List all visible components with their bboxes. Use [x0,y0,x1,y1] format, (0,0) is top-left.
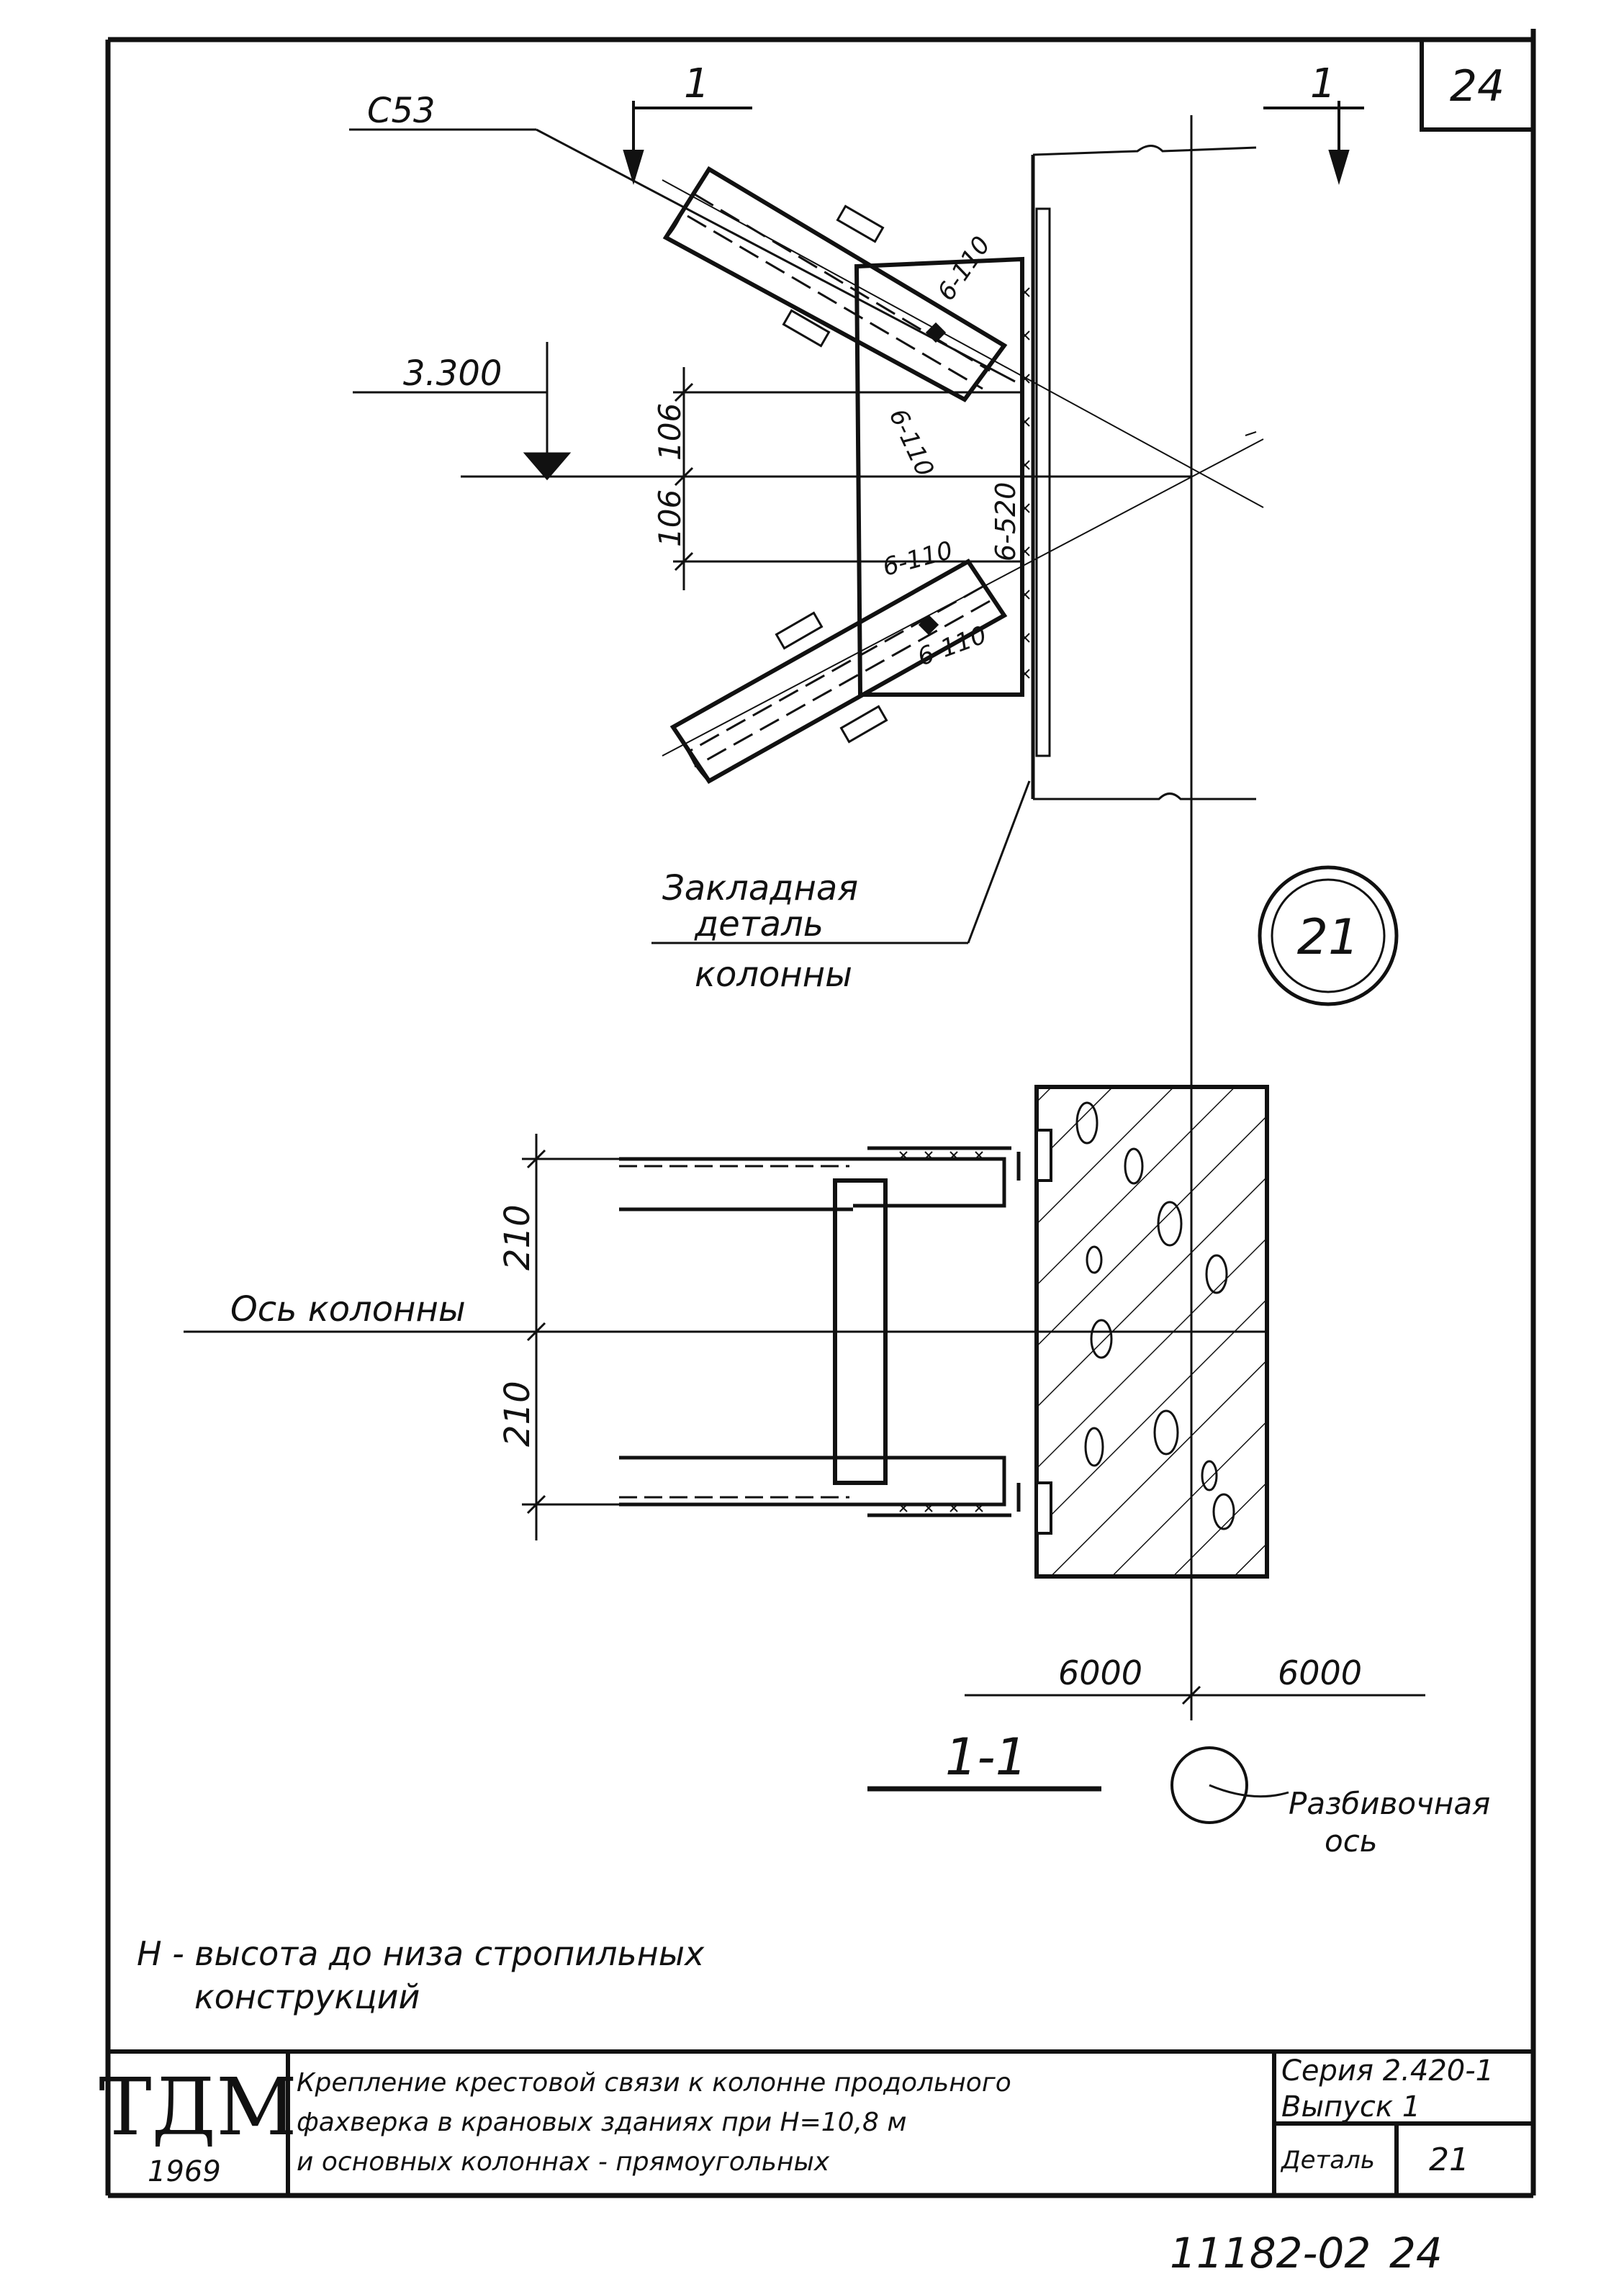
series: Серия 2.420-1 [1281,2054,1494,2088]
column-axis-label: Ось колонны [230,1289,466,1330]
gusset-plate [854,256,1024,697]
year: 1969 [148,2155,221,2188]
layout-axis-line2: ось [1325,1823,1378,1859]
lower-brace-member [669,559,1008,784]
dim-upper: 106 [652,403,687,461]
layout-axis-line1: Разбивочная [1289,1786,1490,1821]
title-line2: фахверка в крановых зданиях при Н=10,8 м [297,2108,907,2137]
weld-marks [1020,287,1030,679]
brace-angles-section [619,1146,1021,1517]
section-dim-upper: 210 [497,1204,538,1271]
concrete-aggregate [1075,1101,1235,1530]
weld-label-1: 6-110 [932,231,996,306]
embedded-part-line1: Закладная [662,868,858,908]
title-block-grid [108,2049,1533,2195]
plate-dimensions [461,367,1191,590]
embedded-plates-section [1035,1129,1052,1535]
detail-label: Деталь [1280,2146,1375,2175]
sheet-number-box: 24 [1420,37,1535,132]
embedded-part-leader [967,780,1031,944]
sheet-frame [105,29,1536,2198]
bottom-code: 11182-02 [1170,2229,1371,2278]
section-mark-left [623,101,752,185]
span-right: 6000 [1278,1653,1362,1692]
weld-marks-section [899,1151,983,1512]
note-line1: Н - высота до низа стропильных [137,1934,705,1973]
layout-axis-marker [1170,1746,1289,1824]
title-line1: Крепление крестовой связи к колонне прод… [297,2068,1011,2098]
span-left: 6000 [1058,1653,1142,1692]
section-title: 1-1 [945,1728,1027,1787]
title-line3: и основных колоннах - прямоугольных [297,2147,830,2177]
detail-bubble [1258,865,1399,1006]
section-mark-right [1263,101,1364,185]
bottom-page: 24 [1389,2229,1443,2278]
org-logo: ТДМ [99,2061,297,2153]
elevation-marker [353,342,572,481]
sheet-number: 24 [1450,61,1505,112]
span-dimensions [965,1685,1425,1705]
weld-label-5: 6-520 [990,482,1021,561]
upper-brace-member [662,166,1008,402]
section-dim-lower: 210 [497,1381,538,1447]
member-label: С53 [367,91,436,131]
member-label-leader [349,128,1016,383]
embedded-part-line2: деталь [694,904,824,944]
note-line2: конструкций [194,1977,420,2016]
bolt-upper [925,322,947,343]
embedded-part-line3: колонны [695,955,852,995]
detail-bubble-label: 21 [1297,909,1360,966]
section-mark-right-label: 1 [1310,60,1336,107]
column-outline-upper [1031,145,1257,800]
elevation-label: 3.300 [403,353,502,394]
detail-number: 21 [1429,2142,1469,2178]
weld-label-2: 6-110 [883,405,939,481]
dim-lower: 106 [652,489,687,547]
section-dimensions [522,1134,619,1540]
bolt-lower [918,614,939,636]
issue: Выпуск 1 [1281,2090,1420,2124]
section-mark-left-label: 1 [684,60,710,107]
brace-centerlines [662,179,1264,757]
